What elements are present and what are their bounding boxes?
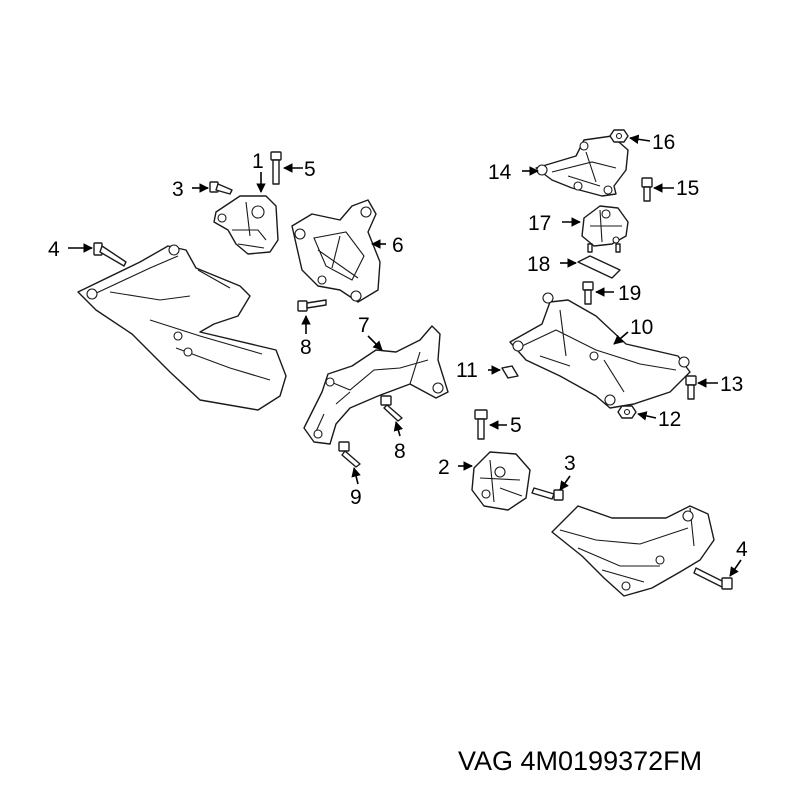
crossmember-7: [303, 325, 449, 445]
callout-5-top: 5: [304, 158, 316, 181]
left-subframe: [77, 244, 287, 411]
callout-5-center: 5: [510, 414, 522, 437]
right-rail: [551, 505, 715, 597]
callout-10: 10: [630, 316, 653, 339]
bolt-4-right: [693, 567, 733, 590]
leader-lines: [68, 134, 742, 577]
bolt-5-center: [474, 409, 488, 440]
callouts: 1 5 3 4 6 8 7 8 9 5 2 3 4 16 14 15 17 18…: [48, 131, 748, 561]
bolt-13: [685, 375, 697, 400]
callout-11: 11: [456, 359, 478, 382]
callout-18: 18: [527, 253, 550, 276]
bolt-3-center: [531, 487, 564, 501]
callout-16: 16: [652, 131, 675, 154]
nut-16: [609, 129, 629, 143]
bolt-15: [641, 177, 653, 202]
callout-7: 7: [358, 314, 370, 337]
bracket-6: [291, 199, 381, 303]
bolt-8-lower: [380, 395, 403, 422]
callout-17: 17: [528, 212, 551, 235]
engine-mount-2: [471, 451, 531, 511]
callout-3-center: 3: [564, 452, 576, 475]
bolt-4-left: [93, 242, 127, 267]
bolt-9: [338, 441, 361, 468]
callout-8-lower: 8: [394, 440, 406, 463]
crossmember-10: [509, 292, 691, 409]
callout-12: 12: [658, 408, 681, 431]
nut-12: [617, 405, 637, 419]
callout-9: 9: [350, 486, 362, 509]
part-number-caption: VAG 4M0199372FM: [458, 746, 703, 776]
callout-15: 15: [676, 177, 699, 200]
bolt-19: [582, 281, 594, 305]
callout-19: 19: [618, 282, 641, 305]
bolt-8-upper: [297, 299, 327, 312]
engine-mount-1: [213, 195, 279, 255]
callout-3-top: 3: [172, 178, 184, 201]
bracket-14: [535, 135, 629, 197]
callout-8-upper: 8: [300, 336, 312, 359]
callout-13: 13: [720, 373, 743, 396]
callout-4-left: 4: [48, 238, 60, 261]
mount-17: [581, 205, 629, 253]
callout-6: 6: [392, 234, 404, 257]
callout-1: 1: [252, 150, 264, 173]
callout-14: 14: [488, 161, 512, 184]
callout-4-right: 4: [736, 538, 748, 561]
plate-18: [577, 255, 621, 279]
bolt-3-left: [209, 181, 233, 195]
callout-2: 2: [438, 456, 450, 479]
clip-11: [501, 365, 519, 379]
bolt-1: [270, 151, 282, 185]
